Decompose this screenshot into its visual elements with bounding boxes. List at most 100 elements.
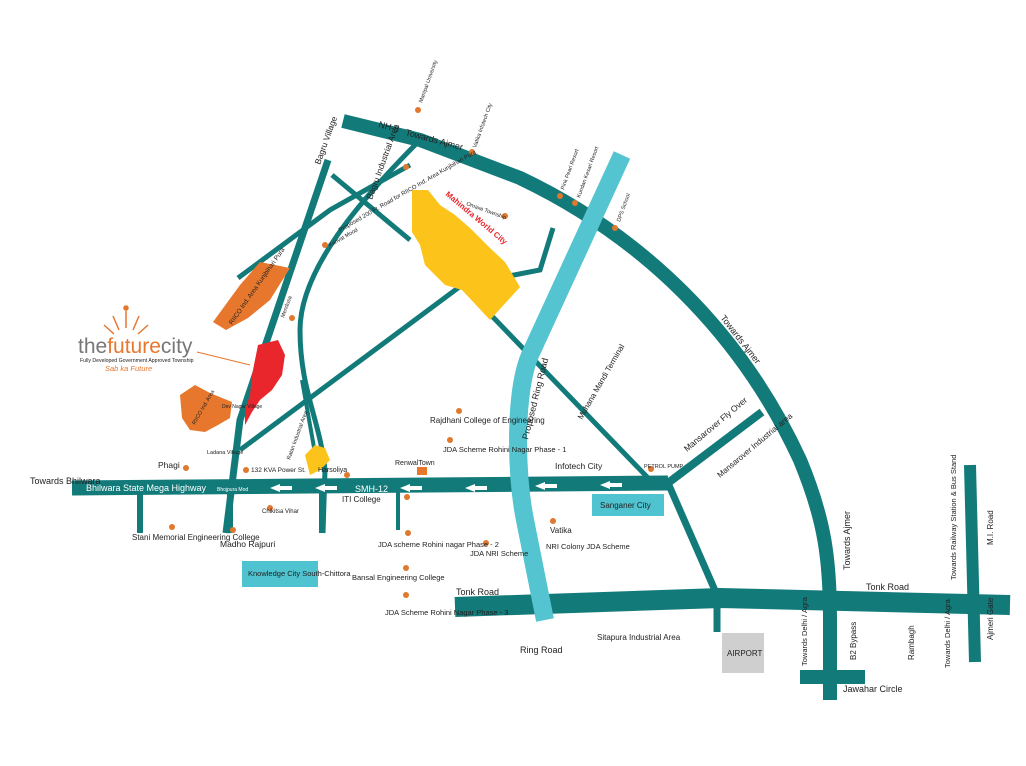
sun-icon: [103, 305, 149, 335]
muhana-road: [460, 283, 652, 482]
dot-jda-nri: [483, 540, 489, 546]
label-b2-bypass: B2 Bypass: [849, 622, 858, 660]
dot-pink-pearl: [557, 193, 563, 199]
label-iti: ITI College: [342, 495, 381, 504]
label-tonk-road-right: Tonk Road: [866, 582, 909, 592]
label-bhilwara-highway: Bhilwara State Mega Highway: [86, 483, 207, 493]
dot-iti: [404, 494, 410, 500]
dot-jda3: [403, 592, 409, 598]
label-bansal: Bansal Engineering College: [352, 573, 445, 582]
label-kva: 132 KVA Power St.: [251, 467, 306, 474]
areas: [180, 190, 764, 673]
mi-road: [964, 464, 981, 663]
label-nri-colony: NRI Colony JDA Scheme: [546, 542, 630, 551]
dot-vatika-infotech: [469, 149, 475, 155]
kanvat-road: [236, 162, 412, 281]
arrow-4: [465, 484, 487, 492]
sanganer-road: [664, 481, 721, 597]
bhilwara-highway: [71, 475, 669, 496]
dot-phagi: [183, 465, 189, 471]
label-jawahar-circle: Jawahar Circle: [843, 684, 903, 694]
label-bagru-village: Bagru Village: [312, 115, 339, 166]
label-jda-phase1: JDA Scheme Rohini Nagar Phase - 1: [443, 445, 566, 454]
dot-jda1: [447, 437, 453, 443]
road-network: [71, 114, 1011, 700]
brand-slogan: Sab ka Future: [105, 364, 152, 373]
future-city-site: [245, 340, 285, 425]
label-smh12: SMH-12: [355, 484, 388, 494]
airport-box: [722, 633, 764, 673]
dot-bansal: [403, 565, 409, 571]
label-vatika-infotech: Vatika Infotech City: [472, 102, 494, 148]
riico-kunjbihari-area: [213, 262, 290, 330]
label-phagi: Phagi: [158, 460, 180, 470]
label-sitapura: Sitapura Industrial Area: [597, 633, 681, 642]
dot-kanvat: [322, 242, 328, 248]
dot-madho: [230, 527, 236, 533]
label-jda-phase2: JDA scheme Rohini nagar Phase - 2: [378, 540, 499, 549]
dot-harsoliya: [344, 472, 350, 478]
proposed-ring-road: [509, 151, 631, 622]
arrow-6: [600, 481, 622, 489]
label-rajdhani: Rajdhani College of Engineering: [430, 416, 545, 425]
bagru-industrial-road: [330, 173, 412, 242]
brand-tagline: Fully Developed Government Approved Town…: [80, 358, 194, 364]
dot-kva: [243, 467, 249, 473]
label-rambagh: Rambagh: [907, 625, 916, 660]
label-sanganer: Sanganer City: [600, 501, 651, 510]
label-harsoliya: Harsoliya: [318, 467, 347, 474]
harsoliya-area: [305, 445, 330, 475]
arrow-5: [535, 482, 557, 490]
label-stani: Stani Memorial Engineering College: [132, 533, 260, 542]
dev-nagar-area: [180, 385, 232, 432]
dot-stani: [169, 524, 175, 530]
label-towards-ajmer-vertical: Towards Ajmer: [842, 511, 852, 570]
dot-jda2: [405, 530, 411, 536]
arrow-2: [315, 484, 337, 492]
dot-chikitsa: [267, 505, 273, 511]
label-jda-phase3: JDA Scheme Rohini Nagar Phase - 3: [385, 608, 508, 617]
dot-petrol: [648, 466, 654, 472]
label-ratan: Ratan Industrial Area: [286, 409, 310, 460]
dot-manipal: [415, 107, 421, 113]
dot-bagru-industrial: [403, 164, 409, 170]
label-pink-pearl: Pink Pearl Resort: [560, 148, 580, 191]
label-petrol: PETROL PUMP: [644, 464, 684, 470]
location-dots: [169, 107, 654, 598]
dot-omaxe: [502, 213, 508, 219]
label-ajmeri-gate: Ajmeri Gate: [986, 597, 995, 640]
label-ring-road: Ring Road: [520, 645, 563, 655]
label-jda-nri: JDA NRI Scheme: [470, 549, 528, 558]
label-tonk-road-left: Tonk Road: [456, 587, 499, 597]
arrow-3: [400, 484, 422, 492]
knowledge-city-box: [242, 561, 318, 587]
label-bhojpura: Bhojpura Mod: [217, 487, 248, 493]
label-dps: DPS School: [616, 193, 632, 223]
label-dev-nagar: Dev Nagar Village: [222, 404, 262, 410]
label-airport: AIRPORT: [727, 649, 763, 658]
label-infotech: Infotech City: [555, 461, 603, 471]
highway-arrows: [270, 481, 622, 492]
dot-mendusa: [289, 315, 295, 321]
label-delhi-agra-1: Towards Delhi / Agra: [800, 596, 809, 666]
label-renwal: RenwalTown: [395, 460, 435, 467]
label-muhana: Muhana Mandi Terminal: [576, 342, 627, 421]
dot-rajdhani: [456, 408, 462, 414]
mansarover-flyover-road: [665, 408, 765, 487]
label-manipal: Manipal University: [418, 59, 439, 104]
label-mi-road: M.I. Road: [986, 510, 995, 545]
label-towards-railway: Towards Railway Station & Bus Stand: [949, 455, 958, 580]
brand-name: thefuturecity: [78, 335, 193, 358]
nh8-road: [341, 114, 837, 700]
arrow-1: [270, 484, 292, 492]
label-madho: Madho Rajpuri: [220, 539, 275, 549]
brand-logo: thefuturecity Fully Developed Government…: [78, 305, 251, 373]
mahindra-world-city-area: [412, 190, 520, 320]
renwal-box: [417, 467, 427, 475]
dot-dps: [612, 225, 618, 231]
dot-vatika: [550, 518, 556, 524]
label-towards-bhilwara: Towards Bhilwara: [30, 476, 101, 486]
label-knowledge: Knowledge City South-Chittora: [248, 569, 351, 578]
